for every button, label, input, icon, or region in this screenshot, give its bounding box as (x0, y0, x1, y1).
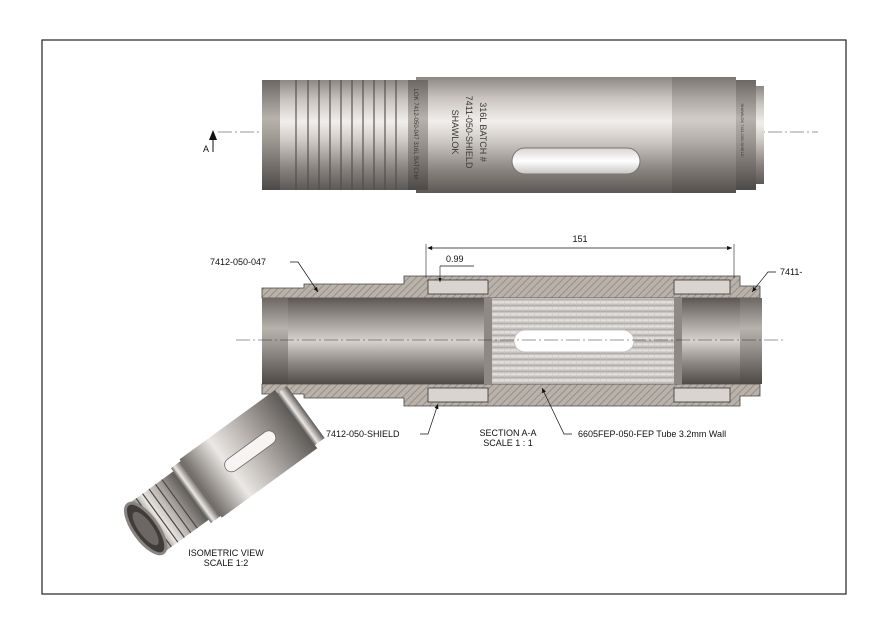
dimension-wall-value: 0.99 (446, 254, 464, 264)
iso-open-end-bore (132, 511, 159, 546)
section-right-lip (740, 298, 762, 384)
callout-tube: 6605FEP-050-FEP Tube 3.2mm Wall (541, 387, 726, 439)
top-fitting-lip (262, 80, 280, 190)
iso-slot (224, 430, 277, 473)
callout-left-fitting-label: 7412-050-047 (210, 257, 266, 267)
engraving-line3: 316L BATCH # (478, 102, 488, 162)
section-left-lip (262, 298, 288, 384)
section-slot (513, 329, 635, 353)
section-title-line2: SCALE 1 : 1 (483, 438, 533, 448)
section-title-line1: SECTION A-A (479, 428, 536, 438)
section-shoulder-left (484, 298, 492, 384)
top-end-cap (736, 80, 756, 190)
section-marker-label: A (203, 144, 209, 154)
iso-fitting (128, 471, 209, 553)
callout-right-fitting: 7411- (751, 267, 802, 293)
iso-collar (170, 461, 221, 524)
callout-shield-label: 7412-050-SHIELD (326, 429, 400, 439)
engraving-collar: LOK 7412-050-047 316L BATCH# (412, 89, 418, 180)
engraving-line2: 7411-050-SHIELD (464, 96, 474, 169)
iso-title-line1: ISOMETRIC VIEW (188, 548, 264, 558)
section-thread-lower-left (427, 387, 489, 403)
callout-right-fitting-label: 7411- (780, 267, 802, 277)
engraving-line1: SHAWLOK (450, 110, 460, 155)
top-view: SHAWLOK 7411-050-SHIELD 316L BATCH # LOK… (203, 77, 818, 193)
section-thread-lower-right (673, 387, 731, 403)
callout-left-fitting: 7412-050-047 (210, 257, 319, 293)
engraving-end: SHAWLOK 7411-050-SHIELD (740, 103, 745, 156)
section-bore-right (678, 298, 740, 384)
drawing-border (41, 39, 847, 595)
callout-tube-label: 6605FEP-050-FEP Tube 3.2mm Wall (578, 429, 726, 439)
section-bore-left (262, 298, 490, 384)
dimension-wall: 0.99 (438, 254, 474, 282)
callout-shield: 7412-050-SHIELD (326, 403, 439, 439)
section-thread-upper-left (427, 279, 489, 295)
isometric-view (124, 386, 325, 556)
top-end-band (672, 77, 736, 193)
section-view (236, 275, 786, 407)
top-view-slot (511, 147, 641, 175)
iso-title-line2: SCALE 1:2 (204, 558, 249, 568)
dimension-overall-value: 151 (572, 234, 587, 244)
section-thread-upper-right (673, 279, 731, 295)
top-fitting-grooves (295, 80, 397, 190)
dimension-overall: 151 (425, 234, 735, 278)
section-shoulder-right (674, 298, 682, 384)
top-fitting-body (262, 80, 408, 190)
section-marker-arrow (209, 130, 217, 140)
top-end-rim (756, 86, 764, 184)
iso-end-cap (277, 386, 325, 446)
